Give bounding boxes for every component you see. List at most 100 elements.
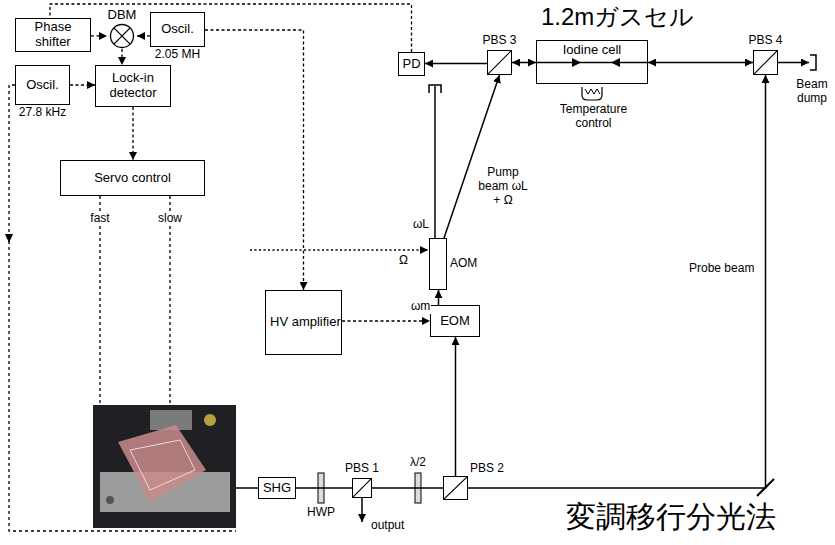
rf-wire (250, 249, 428, 250)
laser-screw (106, 496, 114, 504)
process-box: Phase shifter (15, 18, 91, 52)
mixer-circle (109, 23, 135, 49)
beam-splitter: PBS 3 (487, 50, 512, 75)
beam-arrow (572, 58, 581, 67)
laser-crystal-edge (130, 440, 195, 490)
signal-label: fast (89, 212, 110, 226)
servo-wire (169, 196, 170, 405)
splitter-diagonal (754, 51, 777, 74)
laser-beam (438, 290, 440, 305)
output-beam (361, 498, 363, 522)
laser-beam (648, 62, 753, 64)
node-label: PBS 2 (470, 462, 504, 476)
edge-label: Probe beam (688, 262, 755, 276)
node-label: PD (402, 57, 420, 72)
signal-wire (91, 35, 107, 36)
photo-ground (93, 405, 236, 528)
signal-wire (342, 320, 430, 321)
signal-wire (121, 49, 122, 65)
node-label: PBS 1 (345, 462, 379, 476)
dump-beam (778, 62, 809, 64)
note-label: 1.2mガスセル (540, 4, 695, 30)
splitter-diagonal (353, 479, 371, 497)
modulator-box: AOM (429, 238, 447, 290)
laser-screw (204, 414, 216, 426)
splitter-line (488, 51, 511, 74)
photodetector-box: PD (398, 52, 425, 76)
mixer-outline (111, 24, 134, 47)
node-label: PBS 4 (748, 34, 782, 48)
oscillator-box: Oscil.27.8 kHz (15, 65, 70, 105)
node-label: HV amplifier (270, 315, 341, 330)
beam-splitter: PBS 1 (352, 478, 372, 498)
laser-beam (372, 487, 443, 489)
laser-crystal (118, 425, 206, 502)
splitter-line (754, 51, 777, 74)
shg-box: SHG (258, 477, 296, 499)
mixer-cross (114, 28, 130, 44)
node-label: Oscil. (161, 22, 194, 37)
beam-splitter: PBS 4 (753, 50, 778, 75)
node-label: Iodine cell (563, 43, 622, 58)
signal-wire (70, 84, 95, 85)
laser-beam (455, 337, 457, 476)
heater-symbol (582, 87, 602, 100)
signal-wire (132, 107, 133, 160)
laser-photo (93, 405, 236, 528)
modulation-wire (9, 85, 236, 531)
wire-arrow (5, 234, 13, 243)
gas-cell: Iodine cell (536, 40, 648, 84)
splitter-diagonal (444, 477, 467, 499)
heater-coil (585, 89, 600, 94)
beam-dump-symbol (429, 85, 441, 93)
modulator-box: EOM (430, 305, 480, 337)
node-caption: 27.8 kHz (19, 106, 66, 120)
part-label: Temperature control (550, 103, 637, 131)
lock-in-box: Lock-in detector (95, 65, 171, 107)
node-label: Servo control (94, 171, 171, 186)
node-label: DBM (108, 8, 137, 23)
laser-beam (512, 62, 536, 64)
part-label: λ/2 (409, 456, 427, 470)
part-label: Beam dump (791, 78, 833, 106)
node-label: Phase shifter (16, 20, 90, 50)
servo-box: Servo control (60, 160, 205, 196)
signal-label: Ω (398, 254, 409, 268)
part-label: HWP (306, 506, 336, 520)
oscillator-box: Oscil.2.05 MH (150, 12, 205, 47)
edge-label: Pump beam ωL + Ω (476, 166, 530, 207)
signal-wire (137, 35, 150, 36)
edge-label: ωm (410, 300, 431, 314)
node-label: PBS 3 (482, 34, 516, 48)
splitter-line (444, 477, 467, 499)
amplifier-box: HV amplifier (265, 290, 342, 355)
mixer-symbol: DBM (107, 8, 137, 49)
laser-beam (468, 75, 766, 488)
beam-arrow (611, 58, 620, 67)
splitter-diagonal (488, 51, 511, 74)
beam-dump-symbol (810, 55, 816, 70)
node-label: EOM (440, 314, 470, 329)
laser-beam (444, 75, 500, 238)
node-label: SHG (263, 481, 291, 496)
signal-label: slow (157, 212, 183, 226)
signal-wire (50, 4, 412, 52)
laser-beam (296, 487, 352, 489)
node-label: Lock-in detector (96, 71, 170, 101)
node-label: AOM (450, 257, 477, 271)
laser-beam (236, 487, 258, 489)
cell-beam (536, 62, 648, 64)
node-label: Oscil. (26, 78, 59, 93)
beam-splitter: PBS 2 (443, 476, 468, 500)
signal-wire (205, 30, 304, 290)
splitter-line (353, 479, 371, 497)
caption-label: 変調移行分光法 (565, 500, 777, 533)
laser-beam (425, 63, 487, 65)
node-caption: 2.05 MH (155, 48, 200, 62)
signal-label: output (370, 519, 405, 533)
servo-wire (99, 196, 100, 405)
zero-order-beam (434, 86, 436, 238)
signal-label: ωL (412, 218, 430, 232)
